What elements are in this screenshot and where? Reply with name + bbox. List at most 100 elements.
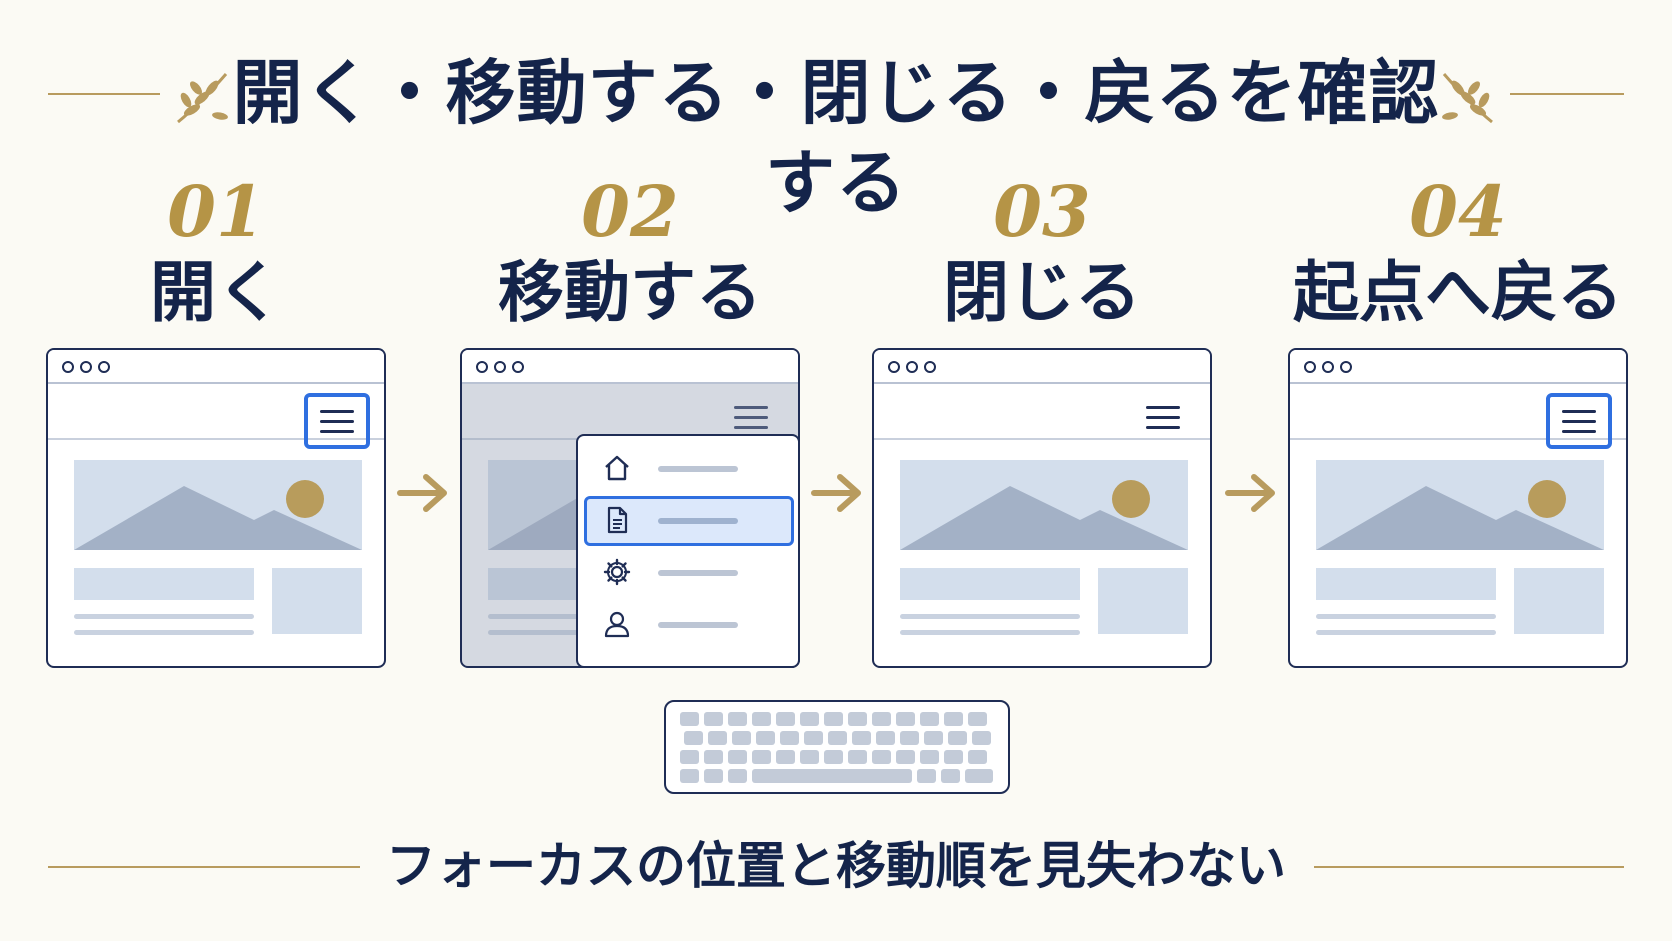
browser-window-open — [46, 348, 386, 668]
content-block — [1514, 568, 1604, 634]
menu-item-document[interactable] — [584, 496, 794, 546]
keyboard-key — [852, 731, 871, 745]
title-rule-left — [48, 93, 160, 95]
menu-item-label — [658, 518, 738, 524]
sun-icon — [1528, 480, 1566, 518]
dropdown-menu-panel — [576, 434, 800, 668]
text-line — [1316, 630, 1496, 635]
laurel-left-icon — [177, 73, 228, 124]
content-block — [1316, 568, 1496, 600]
arrow-right-icon — [811, 474, 861, 512]
step-number-1: 01 — [167, 170, 265, 253]
keyboard-key — [800, 750, 819, 764]
window-titlebar — [48, 350, 384, 384]
browser-window-close — [872, 348, 1212, 668]
keyboard-key — [848, 712, 867, 726]
keyboard-key — [920, 750, 939, 764]
keyboard-key — [968, 750, 987, 764]
keyboard-key — [944, 712, 963, 726]
mountain-icon — [74, 486, 362, 550]
keyboard-key — [917, 769, 936, 783]
keyboard-key — [752, 712, 771, 726]
hamburger-menu-icon[interactable] — [718, 393, 784, 449]
keyboard-key — [965, 769, 993, 783]
window-dot-icon — [98, 361, 110, 373]
keyboard-key — [680, 750, 699, 764]
keyboard-key — [728, 769, 747, 783]
step-number-3: 03 — [993, 170, 1091, 253]
keyboard-key — [872, 750, 891, 764]
keyboard-key — [728, 712, 747, 726]
keyboard-key — [680, 769, 699, 783]
keyboard-key — [872, 712, 891, 726]
keyboard-key — [948, 731, 967, 745]
keyboard-key — [800, 712, 819, 726]
keyboard-key — [756, 731, 775, 745]
window-navbar — [48, 384, 384, 449]
text-line — [1316, 614, 1496, 619]
user-icon — [604, 611, 630, 638]
keyboard-key — [704, 712, 723, 726]
step-label-2: 移動する — [498, 253, 762, 331]
keyboard-key — [776, 712, 795, 726]
keyboard-key — [780, 731, 799, 745]
content-block — [74, 568, 254, 600]
window-dot-icon — [888, 361, 900, 373]
keyboard-key — [900, 731, 919, 745]
window-dot-icon — [1304, 361, 1316, 373]
window-dot-icon — [906, 361, 918, 373]
keyboard-key — [824, 750, 843, 764]
text-line — [900, 630, 1080, 635]
mountain-icon — [900, 486, 1188, 550]
keyboard-key — [968, 712, 987, 726]
footer-rule-right — [1314, 866, 1624, 868]
keyboard-key — [972, 731, 991, 745]
hamburger-menu-icon[interactable] — [1130, 393, 1196, 449]
keyboard-key — [804, 731, 823, 745]
content-block — [272, 568, 362, 634]
keyboard-key — [776, 750, 795, 764]
keyboard-key — [684, 731, 703, 745]
keyboard-key — [896, 712, 915, 726]
arrow-right-icon — [1225, 474, 1275, 512]
window-dot-icon — [1322, 361, 1334, 373]
text-line — [900, 614, 1080, 619]
menu-item-label — [658, 570, 738, 576]
keyboard-key — [848, 750, 867, 764]
laurel-right-icon — [1442, 73, 1493, 124]
menu-item-settings[interactable] — [584, 548, 794, 598]
footer-rule-left — [48, 866, 360, 868]
window-titlebar — [874, 350, 1210, 384]
keyboard-key — [941, 769, 960, 783]
window-dot-icon — [476, 361, 488, 373]
content-block — [1098, 568, 1188, 634]
window-dot-icon — [1340, 361, 1352, 373]
keyboard-key — [708, 731, 727, 745]
menu-item-user[interactable] — [584, 600, 794, 650]
menu-item-home[interactable] — [584, 444, 794, 494]
keyboard-key — [704, 750, 723, 764]
window-dot-icon — [80, 361, 92, 373]
hero-image-placeholder — [1316, 460, 1604, 550]
sun-icon — [1112, 480, 1150, 518]
hamburger-menu-icon[interactable] — [304, 393, 370, 449]
title-rule-right — [1510, 93, 1624, 95]
keyboard-key — [924, 731, 943, 745]
text-line — [74, 630, 254, 635]
keyboard-key — [732, 731, 751, 745]
gear-icon — [603, 558, 631, 586]
step-label-3: 閉じる — [943, 253, 1141, 331]
keyboard-key — [728, 750, 747, 764]
window-dot-icon — [512, 361, 524, 373]
hero-image-placeholder — [900, 460, 1188, 550]
hamburger-menu-icon[interactable] — [1546, 393, 1612, 449]
keyboard-key — [944, 750, 963, 764]
footer-caption: フォーカスの位置と移動順を見失わない — [386, 836, 1286, 895]
keyboard-key — [824, 712, 843, 726]
keyboard-key — [752, 769, 912, 783]
step-number-4: 04 — [1409, 170, 1507, 253]
keyboard-key — [704, 769, 723, 783]
arrow-right-icon — [397, 474, 447, 512]
menu-item-label — [658, 622, 738, 628]
document-icon — [607, 506, 628, 534]
